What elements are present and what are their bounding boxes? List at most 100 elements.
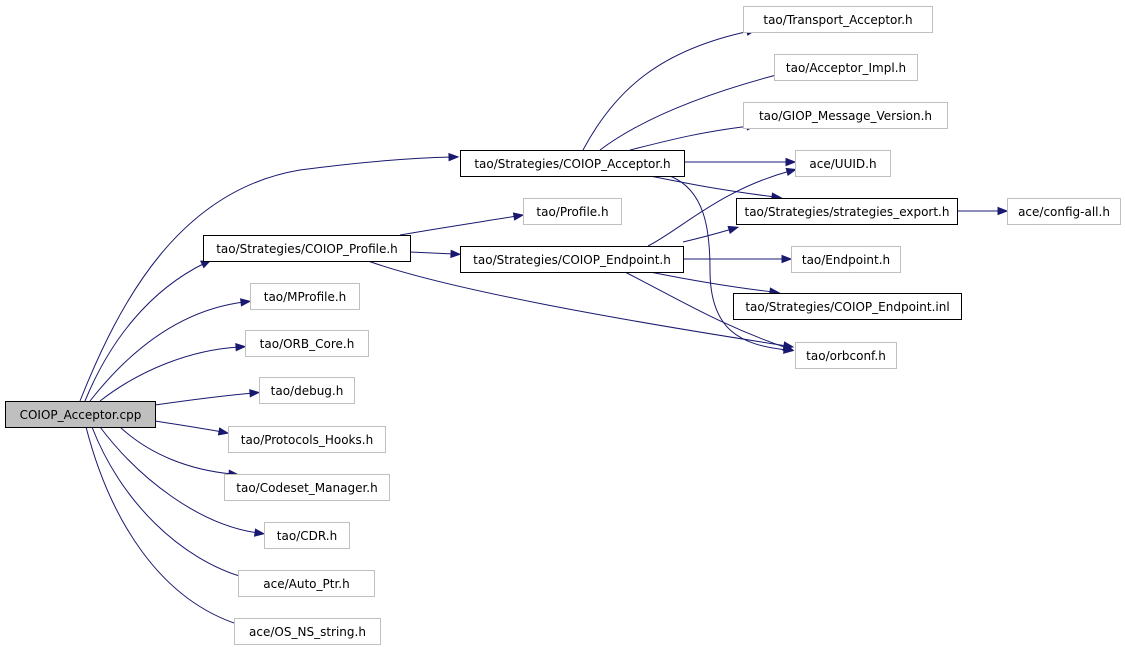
node-uuid: ace/UUID.h [795,150,891,177]
edge-arrowhead [448,152,460,162]
node-box [250,283,360,310]
edge-root-to-orb_core [99,342,247,402]
edge-line [119,426,233,475]
node-label: ace/Auto_Ptr.h [263,577,349,591]
edge-line [84,262,206,402]
node-label: tao/debug.h [271,384,344,398]
node-acceptor-impl: tao/Acceptor_Impl.h [774,54,918,81]
node-label: tao/Profile.h [536,205,608,219]
node-box [736,198,958,225]
node-label: tao/Protocols_Hooks.h [241,433,373,447]
edge-line [399,215,518,236]
node-box [743,6,933,33]
edge-root-to-debug [154,389,261,406]
node-mprofile: tao/MProfile.h [250,283,360,310]
edge-arrowhead [781,254,793,264]
edge-line [154,420,223,433]
edge-line [154,392,254,406]
edge-arrowhead [450,249,462,259]
edge-line [99,346,240,402]
node-box [5,401,156,428]
node-box [523,198,622,225]
node-codeset-manager: tao/Codeset_Manager.h [224,474,390,501]
edge-root-to-cdr [99,426,266,537]
edges-layer [79,27,1009,628]
node-profile: tao/Profile.h [523,198,622,225]
edge-line [649,271,774,293]
edge-line [624,271,788,349]
edge-coiop_endpoint_h-to-uuid [647,167,798,247]
node-root[interactable]: COIOP_Acceptor.cpp [5,401,156,428]
edge-root-to-coiop_profile_h [84,259,212,402]
node-transport-acceptor: tao/Transport_Acceptor.h [743,6,933,33]
edge-arrowhead [249,389,261,398]
node-label: ace/config-all.h [1018,205,1110,219]
node-label: tao/Strategies/COIOP_Profile.h [216,242,398,256]
edge-line [79,156,453,402]
node-orb-core: tao/ORB_Core.h [245,330,369,357]
edge-coiop_acceptor_h-to-giop_msg_version [629,122,758,151]
node-box [238,570,375,597]
node-box [224,474,390,501]
edge-coiop_profile_h-to-orbconf [367,260,795,350]
node-label: tao/Strategies/COIOP_Endpoint.h [473,253,671,267]
node-label: tao/Strategies/COIOP_Endpoint.inl [745,300,949,314]
node-label: tao/Strategies/strategies_export.h [745,205,950,219]
node-box [743,102,948,129]
node-box [259,377,355,404]
edge-line [582,30,751,151]
edge-line [85,426,241,626]
node-box [460,246,684,273]
edge-coiop_endpoint_h-to-endpoint [683,254,793,264]
edge-arrowhead [512,212,525,221]
node-label: tao/Codeset_Manager.h [236,481,377,495]
node-label: COIOP_Acceptor.cpp [20,408,142,422]
edge-arrowhead [785,157,797,167]
node-strategies-export[interactable]: tao/Strategies/strategies_export.h [736,198,958,225]
edge-line [99,426,259,534]
node-box [795,150,891,177]
node-coiop-acceptor-h[interactable]: tao/Strategies/COIOP_Acceptor.h [460,150,685,177]
node-label: tao/ORB_Core.h [260,337,355,351]
edge-root-to-auto_ptr [91,426,254,582]
edge-coiop_endpoint_h-to-coiop_endpoint_inl [649,271,781,296]
edge-line [89,301,245,402]
node-orbconf: tao/orbconf.h [795,342,897,369]
node-label: tao/Acceptor_Impl.h [786,61,906,75]
node-box [234,618,381,645]
edge-line [367,260,788,347]
node-label: tao/GIOP_Message_Version.h [759,109,932,123]
edge-arrowhead [997,206,1009,216]
edge-root-to-protocols_hooks [154,420,230,436]
node-box [791,246,901,273]
node-debug: tao/debug.h [259,377,355,404]
node-box [203,235,411,262]
edge-strategies_export-to-config_all [957,206,1009,216]
node-box [795,342,897,369]
node-box [245,330,369,357]
edge-root-to-mprofile [89,298,252,402]
node-giop-msg-version: tao/GIOP_Message_Version.h [743,102,948,129]
edge-line [409,251,455,255]
nodes-layer: COIOP_Acceptor.cpp tao/Strategies/COIOP_A… [5,6,1121,645]
edge-arrowhead [217,427,230,436]
node-coiop-endpoint-inl[interactable]: tao/Strategies/COIOP_Endpoint.inl [733,293,962,320]
node-protocols-hooks: tao/Protocols_Hooks.h [228,426,386,453]
node-coiop-profile-h[interactable]: tao/Strategies/COIOP_Profile.h [203,235,411,262]
node-auto-ptr: ace/Auto_Ptr.h [238,570,375,597]
node-label: tao/MProfile.h [264,290,347,304]
edge-coiop_profile_h-to-coiop_endpoint_h [409,249,462,259]
edge-coiop_acceptor_h-to-uuid [684,157,797,167]
edge-coiop_endpoint_h-to-strategies_export [682,225,740,243]
edge-line [599,73,781,151]
node-box [264,522,350,549]
node-coiop-endpoint-h[interactable]: tao/Strategies/COIOP_Endpoint.h [460,246,684,273]
node-cdr: tao/CDR.h [264,522,350,549]
node-os-ns-string: ace/OS_NS_string.h [234,618,381,645]
edge-line [682,228,733,243]
node-label: tao/CDR.h [277,529,337,543]
node-endpoint: tao/Endpoint.h [791,246,901,273]
edge-arrowhead [235,342,247,352]
edge-root-to-coiop_acceptor_h [79,152,460,402]
